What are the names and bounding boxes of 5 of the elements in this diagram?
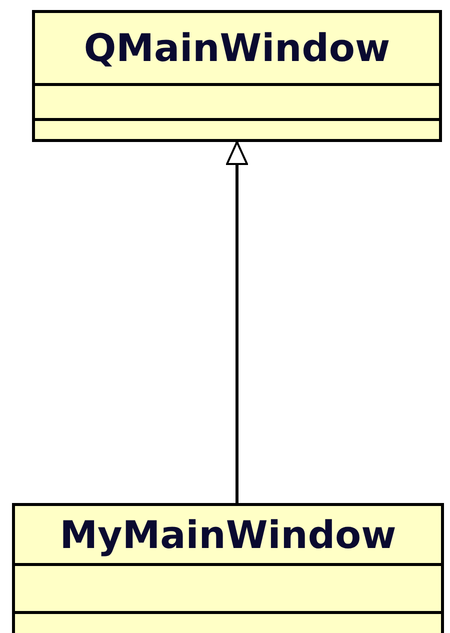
class-name: QMainWindow — [84, 26, 390, 70]
class-box — [12, 503, 444, 633]
class-box — [32, 10, 442, 142]
inheritance-arrow — [226, 141, 248, 503]
class-name: MyMainWindow — [60, 512, 396, 556]
